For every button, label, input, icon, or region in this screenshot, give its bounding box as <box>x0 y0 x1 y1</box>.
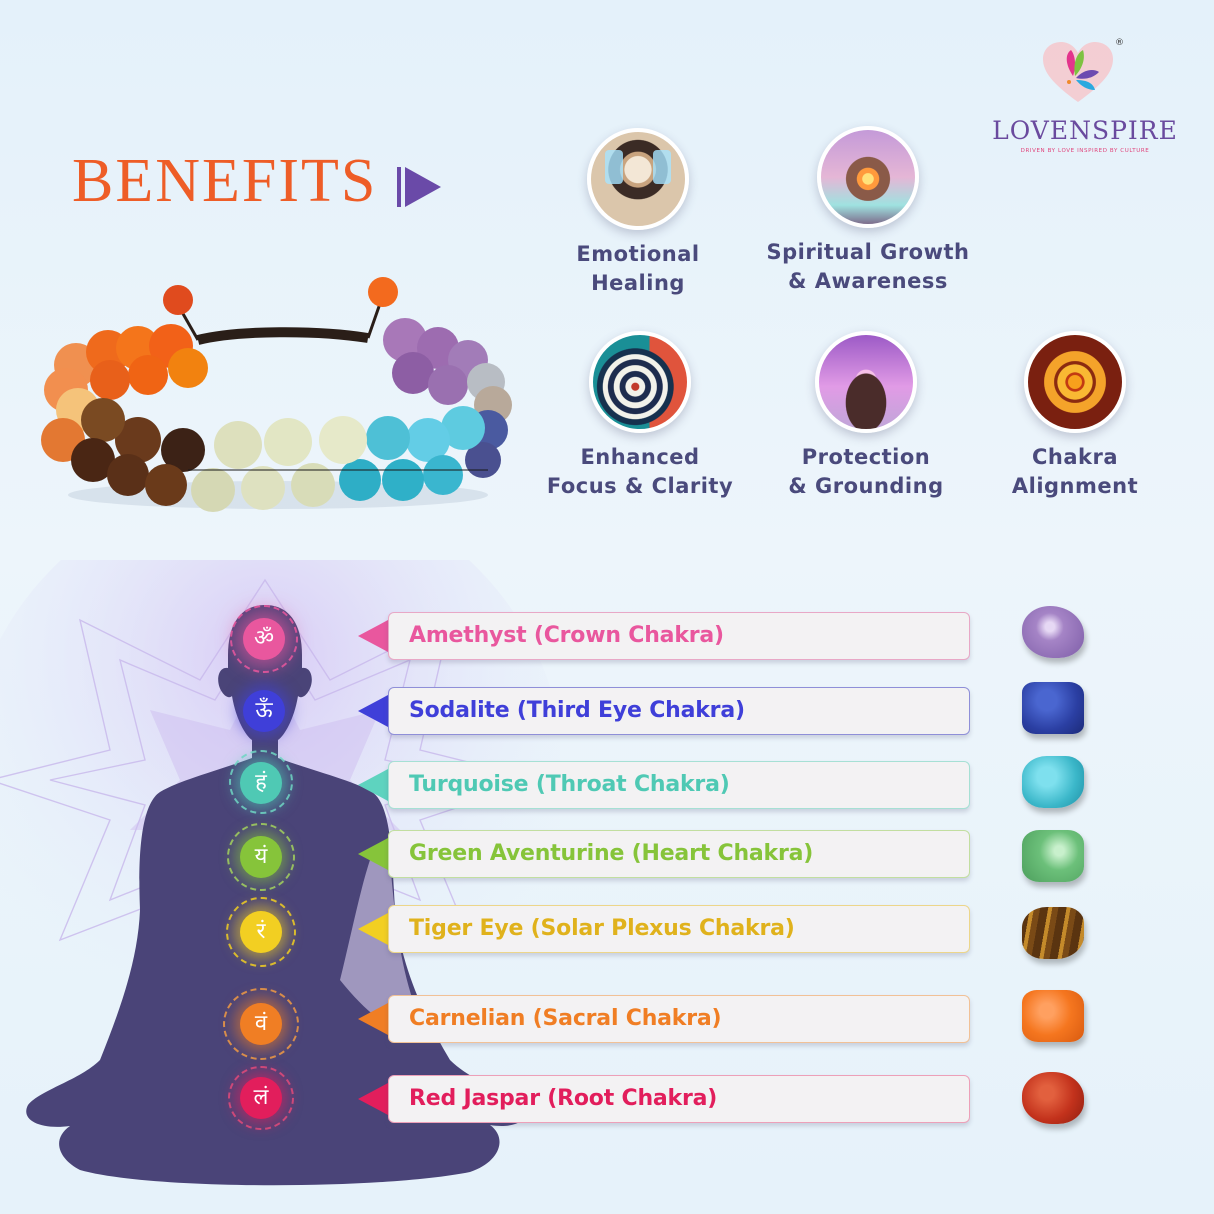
benefit-label-line2: Alignment <box>1011 474 1139 498</box>
chakra-label-sacral: Carnelian (Sacral Chakra) <box>388 995 970 1043</box>
crown-petal-ring <box>230 605 298 673</box>
benefit-label-line1: Enhanced <box>580 445 700 469</box>
pointer-arrow-icon <box>358 769 388 801</box>
chakra-label-solar-plexus: Tiger Eye (Solar Plexus Chakra) <box>388 905 970 953</box>
solar-petal-ring <box>226 897 296 967</box>
brand-tagline: DRIVEN BY LOVE INSPIRED BY CULTURE <box>1020 148 1150 154</box>
mandala-image <box>1024 331 1126 433</box>
benefit-chakra-alignment: Chakra Alignment <box>965 331 1185 501</box>
chakra-label-throat: Turquoise (Throat Chakra) <box>388 761 970 809</box>
tiger-eye-stone-image <box>1022 907 1084 959</box>
turquoise-stone-image <box>1022 756 1084 808</box>
chakra-label-crown: Amethyst (Crown Chakra) <box>388 612 970 660</box>
glowing-meditation-image <box>817 126 919 228</box>
benefit-emotional-healing: Emotional Healing <box>528 128 748 298</box>
benefit-label-line1: Chakra <box>1031 445 1119 469</box>
pointer-arrow-icon <box>358 695 388 727</box>
play-arrow-icon <box>397 167 441 207</box>
target-image <box>589 331 691 433</box>
benefit-label-line2: Healing <box>591 271 685 295</box>
root-petal-ring <box>228 1066 294 1130</box>
benefit-focus-clarity: Enhanced Focus & Clarity <box>530 331 750 501</box>
pointer-arrow-icon <box>358 913 388 945</box>
chakra-label-root: Red Jaspar (Root Chakra) <box>388 1075 970 1123</box>
heart-butterfly-icon <box>1043 42 1113 102</box>
chakra-label-heart: Green Aventurine (Heart Chakra) <box>388 830 970 878</box>
benefit-protection-grounding: Protection & Grounding <box>756 331 976 501</box>
bracelet-image <box>41 277 512 512</box>
throat-petal-ring <box>229 750 293 814</box>
benefit-label-line2: & Awareness <box>788 269 948 293</box>
pointer-arrow-icon <box>358 1083 388 1115</box>
third-eye-chakra-symbol: ऊँ <box>243 690 285 732</box>
carnelian-stone-image <box>1022 990 1084 1042</box>
benefit-label-line1: Emotional <box>576 242 700 266</box>
chakra-label-third-eye: Sodalite (Third Eye Chakra) <box>388 687 970 735</box>
amethyst-stone-image <box>1022 606 1084 658</box>
pointer-arrow-icon <box>358 838 388 870</box>
green-aventurine-stone-image <box>1022 830 1084 882</box>
benefit-label-line2: Focus & Clarity <box>546 474 734 498</box>
healing-woman-image <box>587 128 689 230</box>
benefit-label-line1: Protection <box>801 445 931 469</box>
benefit-label-line2: & Grounding <box>788 474 944 498</box>
pointer-arrow-icon <box>358 1003 388 1035</box>
benefit-spiritual-growth: Spiritual Growth & Awareness <box>758 126 978 296</box>
page-title: BENEFITS <box>72 147 378 215</box>
red-jasper-stone-image <box>1022 1072 1084 1124</box>
registered-mark: ® <box>1115 38 1124 48</box>
sacral-petal-ring <box>223 988 299 1060</box>
heart-petal-ring <box>227 823 295 891</box>
praying-hands-image <box>815 331 917 433</box>
brand-name: LOVENSPIRE <box>992 116 1178 145</box>
brand-logo: ® LOVENSPIRE DRIVEN BY LOVE INSPIRED BY … <box>985 38 1185 163</box>
pointer-arrow-icon <box>358 620 388 652</box>
benefit-label-line1: Spiritual Growth <box>766 240 970 264</box>
sodalite-stone-image <box>1022 682 1084 734</box>
